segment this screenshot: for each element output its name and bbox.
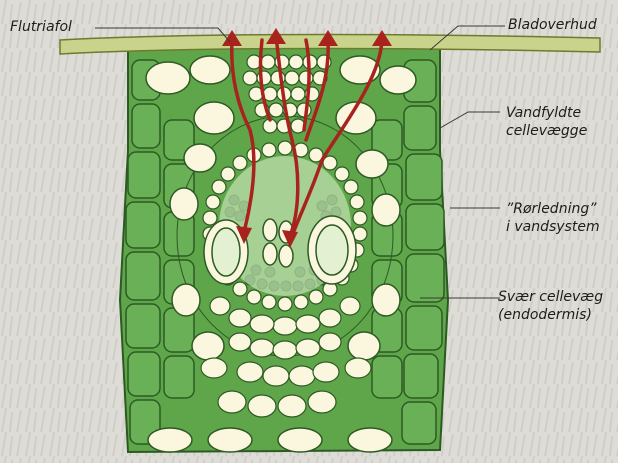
label-svaer-line2: (endodermis): [498, 306, 603, 324]
label-vandfyldte-line1: Vandfyldte: [506, 104, 587, 122]
label-vandfyldte-line2: cellevægge: [506, 122, 587, 140]
label-rorledning: ”Rørledning” i vandsystem: [506, 200, 600, 236]
label-flutriafol: Flutriafol: [10, 18, 72, 36]
label-svaer-line1: Svær cellevæg: [498, 288, 603, 306]
label-vandfyldte-cellevaegge: Vandfyldte cellevægge: [506, 104, 587, 140]
label-rorledning-line1: ”Rørledning”: [506, 200, 600, 218]
label-flutriafol-text: Flutriafol: [10, 18, 72, 36]
label-rorledning-line2: i vandsystem: [506, 218, 600, 236]
label-svaer-cellevaeg: Svær cellevæg (endodermis): [498, 288, 603, 324]
label-bladoverhud: Bladoverhud: [508, 16, 597, 34]
label-bladoverhud-text: Bladoverhud: [508, 16, 597, 34]
